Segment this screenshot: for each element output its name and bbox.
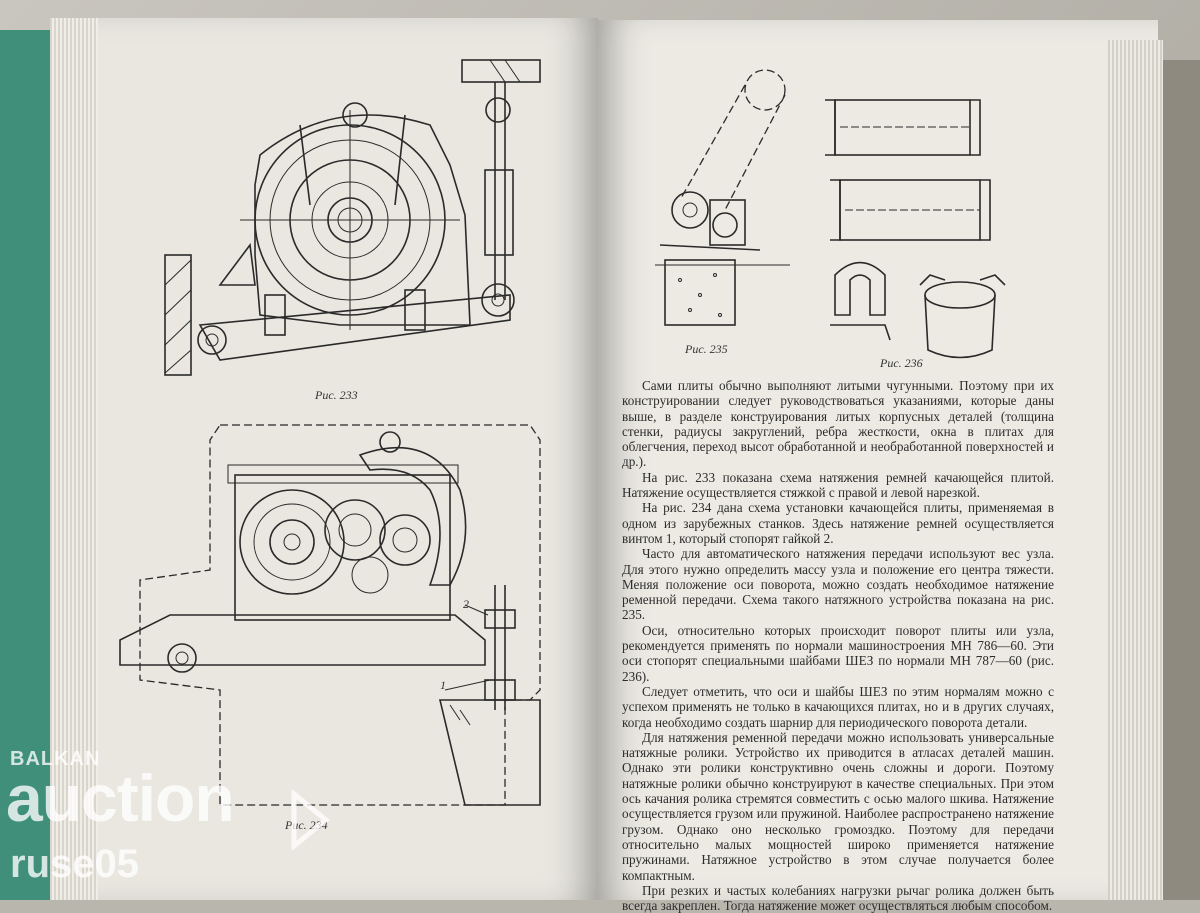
figure-236-caption: Рис. 236 xyxy=(880,356,923,370)
paragraph: Оси, относительно которых происходит пов… xyxy=(622,622,1054,684)
watermark-ruse05: ruse05 xyxy=(10,842,139,886)
figure-234-label-1: 1 xyxy=(440,678,446,692)
watermark-play-icon xyxy=(291,790,330,850)
figure-233-caption: Рис. 233 xyxy=(315,388,358,402)
paragraph: Сами плиты обычно выполняют литыми чугун… xyxy=(622,378,1054,470)
figure-233-drawing xyxy=(164,59,541,376)
left-page xyxy=(50,18,598,900)
paragraph: На рис. 233 показана схема натяжения рем… xyxy=(622,469,1054,501)
paragraph: На рис. 234 дана схема установки качающе… xyxy=(622,500,1054,546)
figure-235-caption: Рис. 235 xyxy=(685,342,728,356)
figure-234-drawing xyxy=(119,424,541,806)
right-page xyxy=(598,20,1158,900)
figure-234-label-2: 2 xyxy=(463,597,469,611)
figure-236-drawing xyxy=(825,99,1006,359)
right-page-edges xyxy=(1108,40,1163,900)
paragraph: Часто для автоматического натяжения пере… xyxy=(622,546,1054,623)
left-page-edges xyxy=(50,18,98,900)
paragraph: Следует отметить, что оси и шайбы ШЕЗ по… xyxy=(622,683,1054,730)
body-text: Сами плиты обычно выполняют литыми чугун… xyxy=(622,378,1054,913)
paragraph: Для натяжения ременной передачи можно ис… xyxy=(622,729,1054,883)
watermark-balkan: BALKAN xyxy=(10,748,101,770)
watermark-auction: auction xyxy=(6,761,235,835)
paragraph: При резких и частых колебаниях нагрузки … xyxy=(622,882,1054,913)
figure-235-drawing xyxy=(655,69,790,326)
